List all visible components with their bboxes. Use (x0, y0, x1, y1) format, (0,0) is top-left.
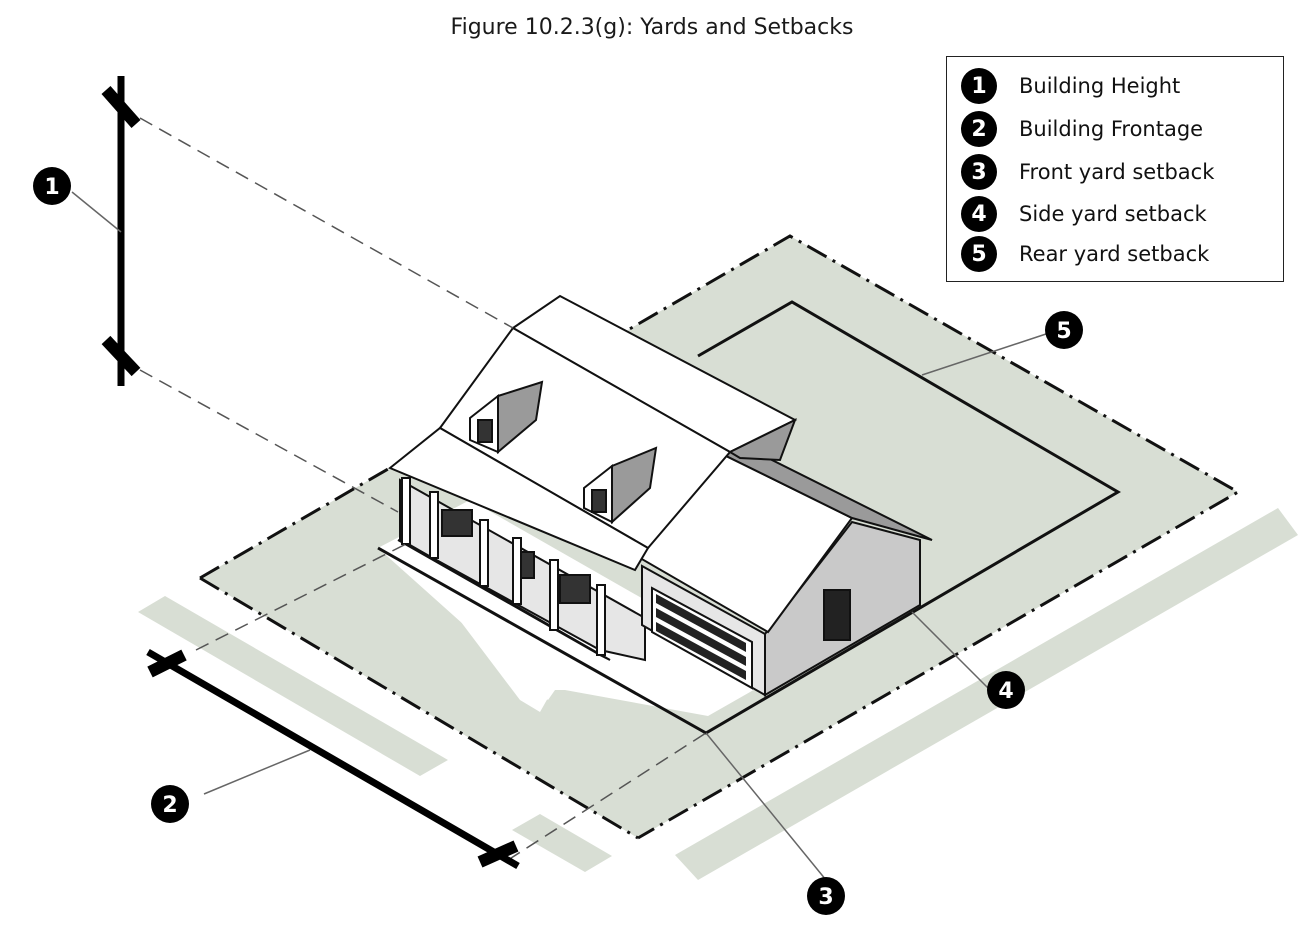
callout-3: 3 (807, 877, 845, 915)
dormer-right (583, 446, 658, 525)
setback-line (377, 300, 1121, 735)
garage-door (651, 586, 753, 690)
legend-badge-2: 2 (961, 111, 997, 147)
legend-item-front-yard-setback: 3 Front yard setback (961, 154, 1214, 190)
main-roof-side (727, 417, 797, 462)
dormer-left (469, 380, 544, 455)
legend-label-building-frontage: Building Frontage (1019, 117, 1204, 141)
street-strip-right (675, 508, 1298, 880)
street-strip-left (138, 596, 448, 776)
porch-roof (388, 426, 650, 572)
frontage-dimension (146, 648, 520, 870)
house (388, 294, 933, 697)
callout-2-label: 2 (162, 793, 177, 818)
legend-label-building-height: Building Height (1019, 74, 1181, 98)
callout-5-label: 5 (1056, 319, 1071, 344)
legend-badge-5: 5 (961, 236, 997, 272)
callout-1-label: 1 (44, 175, 59, 200)
legend-label-front-yard-setback: Front yard setback (1019, 160, 1215, 184)
garage-side-window (823, 589, 851, 641)
legend-item-side-yard-setback: 4 Side yard setback (961, 196, 1207, 232)
legend-badge-3: 3 (961, 154, 997, 190)
legend-label-rear-yard-setback: Rear yard setback (1019, 242, 1210, 266)
callout-3-label: 3 (818, 885, 833, 910)
figure-title: Figure 10.2.3(g): Yards and Setbacks (450, 15, 854, 40)
legend-item-building-height: 1 Building Height (961, 68, 1180, 104)
lot-boundary (199, 234, 1242, 840)
legend: 1 Building Height 2 Building Frontage 3 … (946, 56, 1284, 282)
callout-4-label: 4 (998, 679, 1013, 704)
legend-badge-4: 4 (961, 196, 997, 232)
callout-2: 2 (151, 785, 189, 823)
legend-badge-1: 1 (961, 68, 997, 104)
legend-item-building-frontage: 2 Building Frontage (961, 111, 1203, 147)
callout-5: 5 (1045, 311, 1083, 349)
legend-item-rear-yard-setback: 5 Rear yard setback (961, 236, 1209, 272)
projection-lines (139, 117, 707, 861)
leader-lines (71, 191, 1047, 881)
legend-label-side-yard-setback: Side yard setback (1019, 202, 1207, 226)
height-dimension (101, 76, 141, 386)
street-strip-lower (512, 814, 612, 872)
porch-columns (401, 477, 606, 656)
callout-1: 1 (33, 167, 71, 205)
porch-windows (441, 509, 591, 604)
callout-4: 4 (987, 671, 1025, 709)
driveway-cutout (458, 604, 557, 712)
